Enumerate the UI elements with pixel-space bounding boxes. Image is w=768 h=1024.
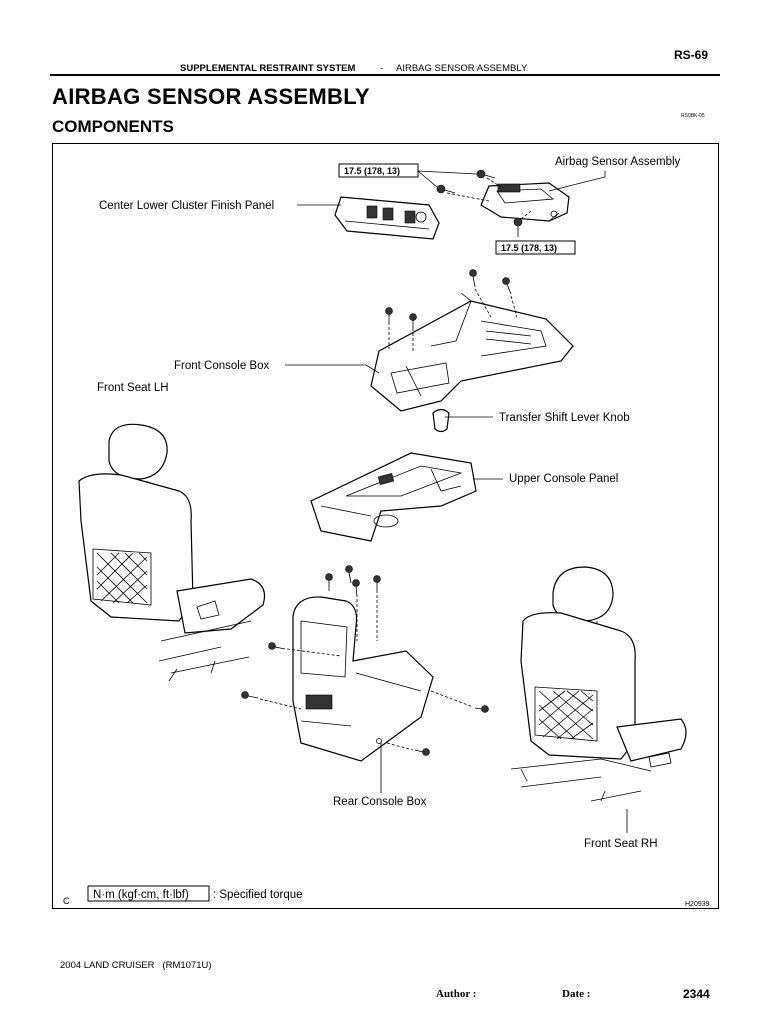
leader-lines: [285, 171, 628, 833]
label-upper-console-panel: Upper Console Panel: [509, 473, 618, 485]
date-label: Date :: [562, 988, 591, 1000]
label-rear-console-box: Rear Console Box: [333, 796, 427, 808]
front-seat-rh-drawing: [510, 566, 687, 802]
label-front-seat-lh: Front Seat LH: [97, 382, 169, 394]
torque-value-upper: 17.5 (178, 13): [344, 166, 400, 176]
header-separator: -: [380, 63, 384, 74]
sensor-bolt-lower: [513, 210, 532, 237]
components-diagram: 17.5 (178, 13) 17.5 (178, 13): [63, 156, 710, 908]
page-number: 2344: [683, 987, 710, 1001]
section-title: SUPPLEMENTAL RESTRAINT SYSTEM: [180, 63, 356, 74]
front-console-bolts: [385, 269, 518, 351]
legend-description: : Specified torque: [213, 889, 303, 901]
rear-console-box-drawing: [292, 596, 434, 762]
corner-letter: C: [63, 896, 70, 906]
front-console-box-drawing: [370, 292, 574, 412]
upper-console-panel-drawing: [310, 452, 477, 542]
header-rule: [50, 74, 720, 76]
page-subtitle: COMPONENTS: [52, 117, 174, 136]
rear-console-bolts: [241, 565, 489, 756]
label-center-lower-cluster-finish-panel: Center Lower Cluster Finish Panel: [99, 200, 274, 212]
page-title: AIRBAG SENSOR ASSEMBLY: [52, 84, 370, 109]
torque-box-lower: 17.5 (178, 13): [495, 240, 576, 255]
front-seat-lh-drawing: [78, 423, 266, 682]
page-code: RS-69: [674, 48, 709, 62]
author-label: Author :: [436, 988, 477, 1000]
document-code: RS0BK-05: [681, 113, 705, 119]
components-figure: 17.5 (178, 13) 17.5 (178, 13): [52, 143, 719, 909]
subsection-title: AIRBAG SENSOR ASSEMBLY: [396, 63, 528, 74]
torque-legend: N·m (kgf·cm, ft·lbf) : Specified torque: [87, 885, 303, 902]
torque-box-upper: 17.5 (178, 13): [338, 163, 478, 188]
legend-box-text: N·m (kgf·cm, ft·lbf): [93, 889, 189, 901]
label-front-seat-rh: Front Seat RH: [584, 838, 658, 850]
center-lower-cluster-finish-panel-drawing: [334, 196, 440, 240]
label-front-console-box: Front Console Box: [174, 360, 269, 372]
airbag-sensor-assembly-drawing: [480, 182, 570, 222]
torque-value-lower: 17.5 (178, 13): [501, 243, 557, 253]
footer-model: 2004 LAND CRUISER (RM1071U): [60, 960, 212, 971]
sensor-bolt-upper: [436, 169, 502, 202]
label-transfer-shift-lever-knob: Transfer Shift Lever Knob: [499, 412, 630, 424]
transfer-shift-lever-knob-drawing: [432, 408, 450, 433]
figure-id: H20939: [685, 901, 710, 908]
label-airbag-sensor-assembly: Airbag Sensor Assembly: [555, 156, 681, 168]
